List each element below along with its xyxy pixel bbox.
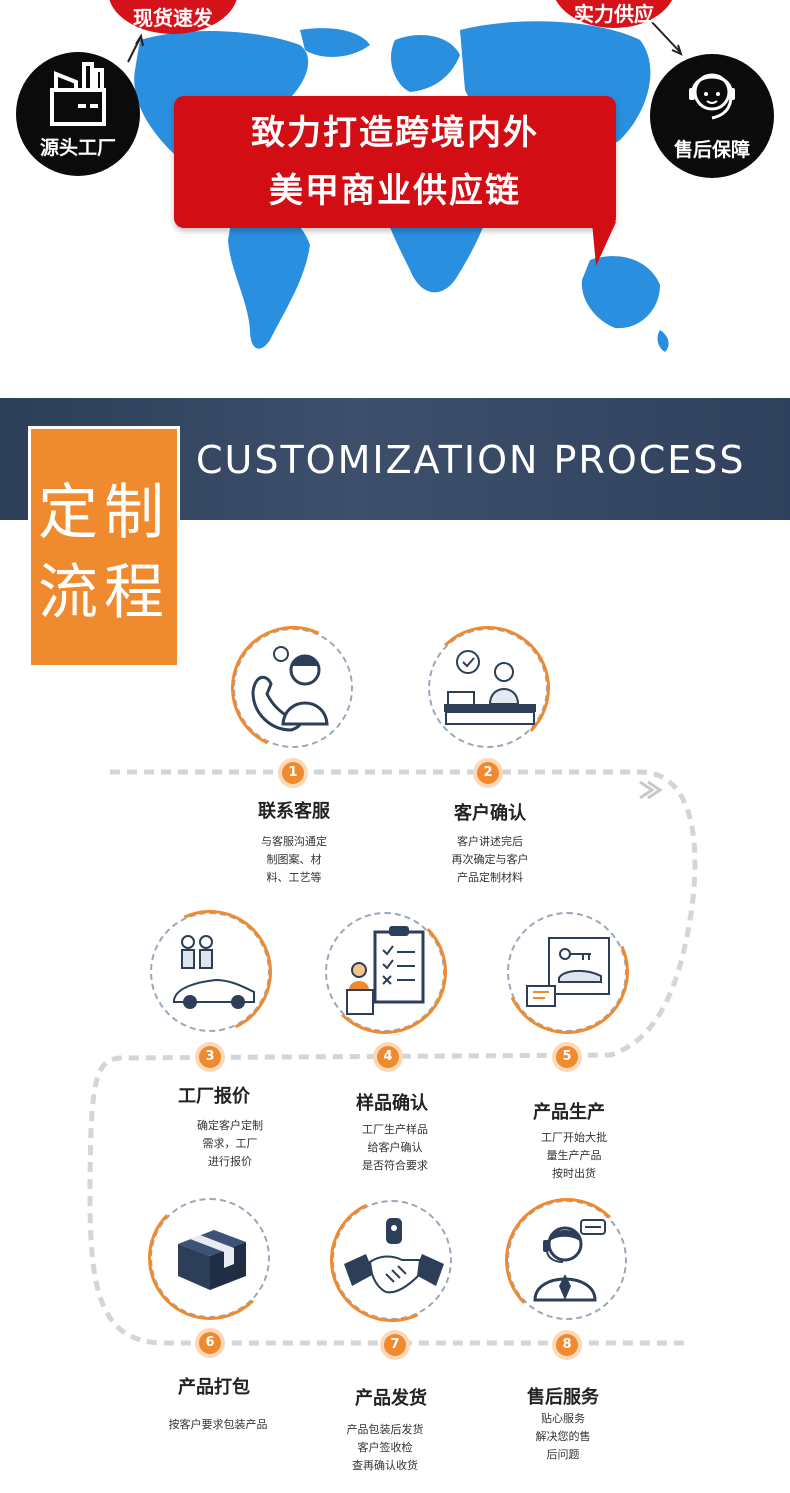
badge-supply: 实力供应 <box>552 0 676 28</box>
section-title-cn-box: 定制 流程 <box>28 426 180 668</box>
step-7-desc: 产品包装后发货 客户签收检 查再确认收货 <box>305 1421 465 1475</box>
step-1-desc: 与客服沟通定 制图案、材 料、工艺等 <box>214 833 374 887</box>
badge-service: 售后保障 <box>650 54 774 178</box>
step-6-number: 6 <box>199 1332 221 1354</box>
step-3-desc: 确定客户定制 需求，工厂 进行报价 <box>150 1117 310 1171</box>
top-banner: 现货速发 实力供应 源头工厂 <box>0 0 790 380</box>
step-2-desc-line: 再次确定与客户 <box>451 853 529 866</box>
step-2-desc: 客户讲述完后 再次确定与客户 产品定制材料 <box>410 833 570 887</box>
step-5-desc: 工厂开始大批 量生产产品 按时出货 <box>494 1129 654 1183</box>
step-4-circle <box>323 910 447 1034</box>
step-5-circle <box>487 892 647 1052</box>
step-2-title: 客户确认 <box>454 803 526 824</box>
badge-factory: 源头工厂 <box>16 52 140 176</box>
step-3-number: 3 <box>199 1046 221 1068</box>
step-5-desc-line: 工厂开始大批 <box>541 1131 607 1144</box>
production-icon <box>526 937 610 1007</box>
step-1-desc-line: 与客服沟通定 <box>261 835 327 848</box>
step-1-number: 1 <box>282 762 304 784</box>
step-8-circle <box>505 1198 629 1322</box>
step-4-desc: 工厂生产样品 给客户确认 是否符合要求 <box>315 1121 475 1175</box>
step-6-desc-line: 按客户要求包装产品 <box>168 1418 268 1431</box>
reception-desk-icon <box>444 650 536 725</box>
badge-in-stock: 现货速发 <box>108 0 238 34</box>
package-box-icon <box>178 1230 246 1290</box>
step-1-title: 联系客服 <box>258 801 330 822</box>
step-2-circle <box>426 626 550 750</box>
badge-in-stock-label: 现货速发 <box>133 6 213 30</box>
step-7-number: 7 <box>384 1334 406 1356</box>
slogan-box: 致力打造跨境内外 美甲商业供应链 <box>174 96 616 228</box>
step-6-circle <box>148 1196 272 1320</box>
step-8-desc-line: 贴心服务 <box>541 1412 585 1425</box>
step-7-desc-line: 客户签收检 <box>357 1441 413 1454</box>
step-8-number: 8 <box>556 1334 578 1356</box>
step-1-circle <box>213 608 373 768</box>
step-4-desc-line: 工厂生产样品 <box>362 1123 428 1136</box>
slogan-line1: 致力打造跨境内外 <box>251 113 539 153</box>
step-1-desc-line: 制图案、材 <box>266 853 322 866</box>
slogan-pointer <box>592 222 616 266</box>
step-8-desc: 贴心服务 解决您的售 后问题 <box>483 1410 643 1464</box>
checklist-icon <box>346 926 425 1015</box>
step-2-number: 2 <box>477 762 499 784</box>
step-3-desc-line: 需求，工厂 <box>202 1137 258 1150</box>
step-5-desc-line: 量生产产品 <box>546 1149 602 1162</box>
section-title-en: CUSTOMIZATION PROCESS <box>196 438 746 482</box>
car-factory-icon <box>173 935 255 1009</box>
step-8-desc-line: 解决您的售 <box>535 1430 591 1443</box>
step-5-title: 产品生产 <box>533 1102 605 1123</box>
step-5-number: 5 <box>556 1046 578 1068</box>
step-8-desc-line: 后问题 <box>546 1448 580 1461</box>
section-title-cn-line2: 流程 <box>38 558 170 628</box>
step-4-number: 4 <box>377 1046 399 1068</box>
step-7-circle <box>312 1180 472 1340</box>
step-8-title: 售后服务 <box>527 1387 599 1408</box>
step-1-desc-line: 料、工艺等 <box>266 871 322 884</box>
step-7-title: 产品发货 <box>355 1388 427 1409</box>
badge-service-label: 售后保障 <box>673 139 750 161</box>
slogan-line2: 美甲商业供应链 <box>269 171 521 211</box>
support-agent-icon <box>533 1219 606 1302</box>
section-title-cn-line1: 定制 <box>38 478 170 548</box>
step-3-desc-line: 确定客户定制 <box>197 1119 263 1132</box>
step-4-desc-line: 给客户确认 <box>367 1141 423 1154</box>
step-6-title: 产品打包 <box>178 1377 250 1398</box>
step-2-desc-line: 产品定制材料 <box>457 871 523 884</box>
phone-agent-icon <box>251 646 329 732</box>
step-4-desc-line: 是否符合要求 <box>362 1159 428 1172</box>
factory-icon <box>50 62 106 126</box>
step-3-desc-line: 进行报价 <box>208 1155 252 1168</box>
step-5-desc-line: 按时出货 <box>552 1167 596 1180</box>
step-7-desc-line: 产品包装后发货 <box>346 1423 424 1436</box>
headset-agent-icon <box>689 73 735 120</box>
step-6-desc: 按客户要求包装产品 <box>138 1416 298 1434</box>
step-3-circle <box>130 892 290 1052</box>
badge-factory-label: 源头工厂 <box>39 137 116 159</box>
step-3-title: 工厂报价 <box>178 1086 250 1107</box>
handshake-icon <box>344 1218 444 1294</box>
step-2-desc-line: 客户讲述完后 <box>457 835 523 848</box>
badge-supply-label: 实力供应 <box>574 2 654 26</box>
step-7-desc-line: 查再确认收货 <box>352 1459 418 1472</box>
step-4-title: 样品确认 <box>356 1093 428 1114</box>
